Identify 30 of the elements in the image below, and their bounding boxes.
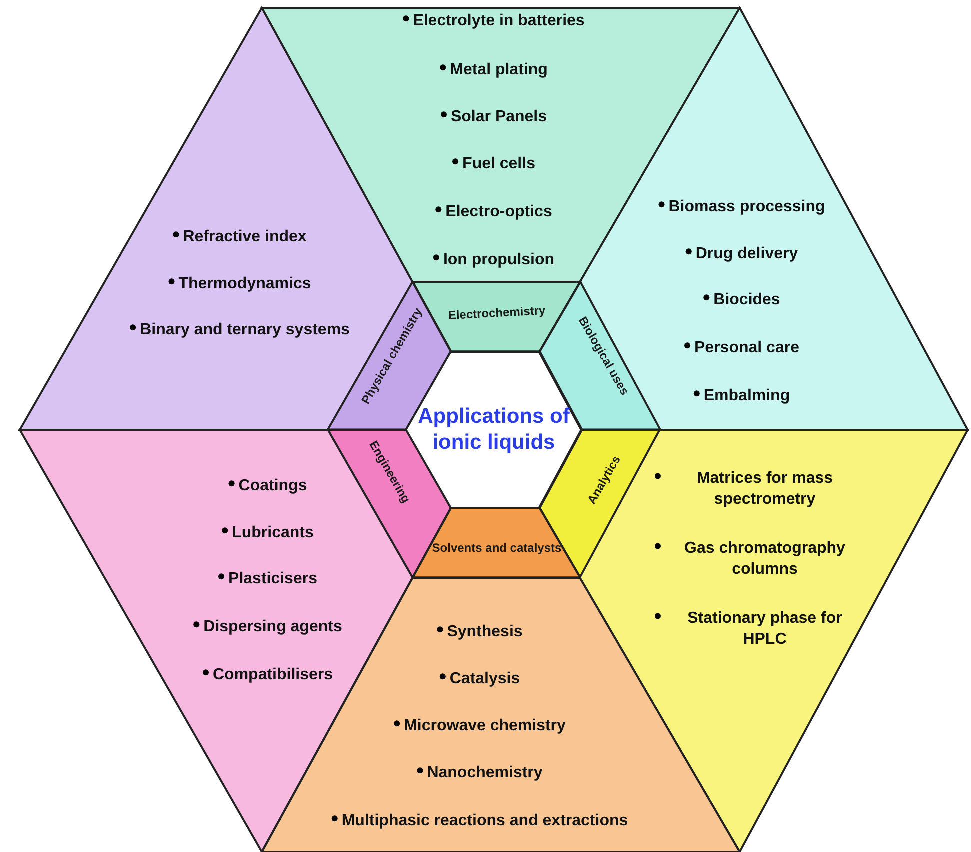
category-label: Solvents and catalysts [432,540,562,555]
list-item: Metal plating [440,60,548,82]
list-item: Matrices for mass spectrometry [654,469,865,511]
list-item: Plasticisers [218,570,318,590]
list-item: Coatings [228,476,308,498]
list-item: Nanochemistry [417,764,543,784]
list-item: Catalysis [440,670,520,690]
list-item: Binary and ternary systems [130,320,350,342]
list-item: Drug delivery [686,244,798,266]
list-item: Thermodynamics [168,274,312,296]
list-item: Dispersing agents [194,618,342,638]
list-item: Stationary phase for HPLC [654,609,865,651]
title-text: Applications of ionic liquids [417,404,571,456]
category-segment [412,508,580,578]
list-item: Electro-optics [436,202,552,224]
list-item: Fuel cells [452,154,536,176]
list-item: Refractive index [173,228,307,248]
list-item: Ion propulsion [433,250,555,272]
category-label: Electrochemistry [448,303,546,323]
list-item: Multiphasic reactions and extractions [332,812,628,832]
list-item: Biocides [704,290,780,312]
list-item: Compatibilisers [202,666,334,686]
list-item: Personal care [684,338,800,360]
list-item: Gas chromatography columns [654,539,865,581]
list-item: Synthesis [437,622,523,644]
list-item: Solar Panels [440,108,548,128]
list-item: Lubricants [222,524,314,544]
list-item: Microwave chemistry [394,716,566,738]
list-item: Biomass processing [658,198,826,218]
list-item: Embalming [694,386,790,408]
